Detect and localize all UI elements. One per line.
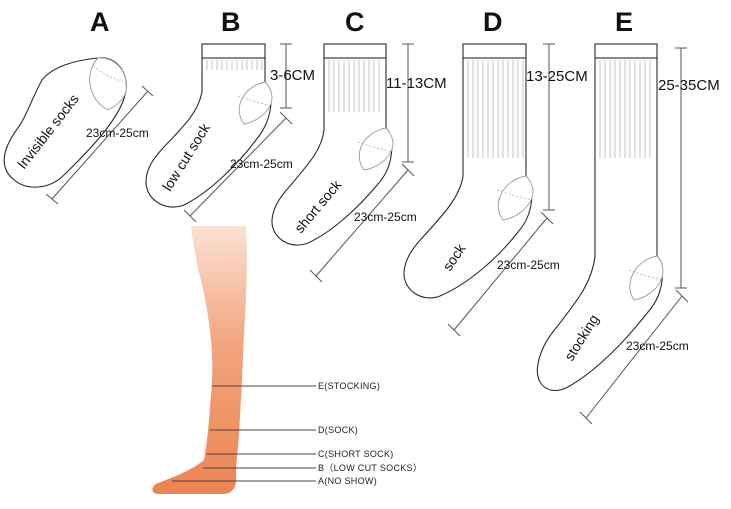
- sock-d-foot-length: 23cm-25cm: [497, 258, 560, 272]
- level-label-b: B（LOW CUT SOCKS）: [318, 463, 422, 473]
- sock-c-height: 11-13CM: [386, 75, 447, 92]
- sock-e-ribs: [599, 60, 651, 158]
- sock-d-length-dimension: [453, 217, 548, 331]
- sock-c-length-dimension: [315, 169, 409, 277]
- sock-e-foot-length: 23cm-25cm: [626, 339, 689, 353]
- sock-a: Invisible socks 23cm-25cm: [3, 57, 154, 205]
- sock-e-cuff: [594, 43, 658, 59]
- sock-e-outline: [536, 57, 663, 391]
- type-letter-d: D: [483, 7, 503, 37]
- sock-c-foot-length: 23cm-25cm: [354, 210, 417, 224]
- sock-d-outline: [403, 57, 533, 299]
- sock-c-ribs: [328, 60, 380, 112]
- sock-c-heel: [358, 127, 394, 171]
- level-label-c: C(SHORT SOCK): [318, 449, 394, 459]
- sock-b-foot-length: 23cm-25cm: [230, 157, 293, 171]
- sock-c: short sock 11-13CM 23cm-25cm: [271, 43, 447, 283]
- sock-d-height: 13-25CM: [526, 68, 588, 85]
- sock-c-outline: [271, 57, 393, 246]
- sock-b-ribs: [206, 60, 263, 70]
- sock-e: stocking 25-35CM 23cm-25cm: [536, 43, 720, 425]
- type-letter-e: E: [615, 7, 633, 37]
- level-label-a: A(NO SHOW): [318, 476, 377, 486]
- type-letter-b: B: [221, 7, 241, 37]
- sock-d-cuff: [462, 43, 527, 59]
- leg-illustration: E(STOCKING) D(SOCK) C(SHORT SOCK) B（LOW …: [152, 226, 422, 494]
- sock-a-foot-length: 23cm-25cm: [86, 126, 149, 140]
- sock-b-outline: [145, 57, 272, 208]
- level-label-e: E(STOCKING): [318, 381, 380, 391]
- sock-b-cuff: [201, 43, 266, 59]
- sock-d-ribs: [467, 60, 524, 158]
- type-letter-a: A: [90, 7, 110, 37]
- type-letter-c: C: [345, 7, 365, 37]
- leg-shape: [152, 226, 247, 494]
- sock-e-height: 25-35CM: [658, 77, 720, 94]
- sock-a-length-dimension: [51, 90, 149, 200]
- sock-a-heel: [89, 57, 127, 111]
- sock-d: sock 13-25CM 23cm-25cm: [403, 43, 588, 337]
- sock-c-cuff: [323, 43, 387, 59]
- level-label-d: D(SOCK): [318, 425, 358, 435]
- sock-b-heel: [238, 81, 273, 125]
- sock-b-height: 3-6CM: [270, 67, 315, 84]
- sock-e-length-dimension: [585, 295, 683, 419]
- sock-b-length-dimension: [189, 117, 287, 217]
